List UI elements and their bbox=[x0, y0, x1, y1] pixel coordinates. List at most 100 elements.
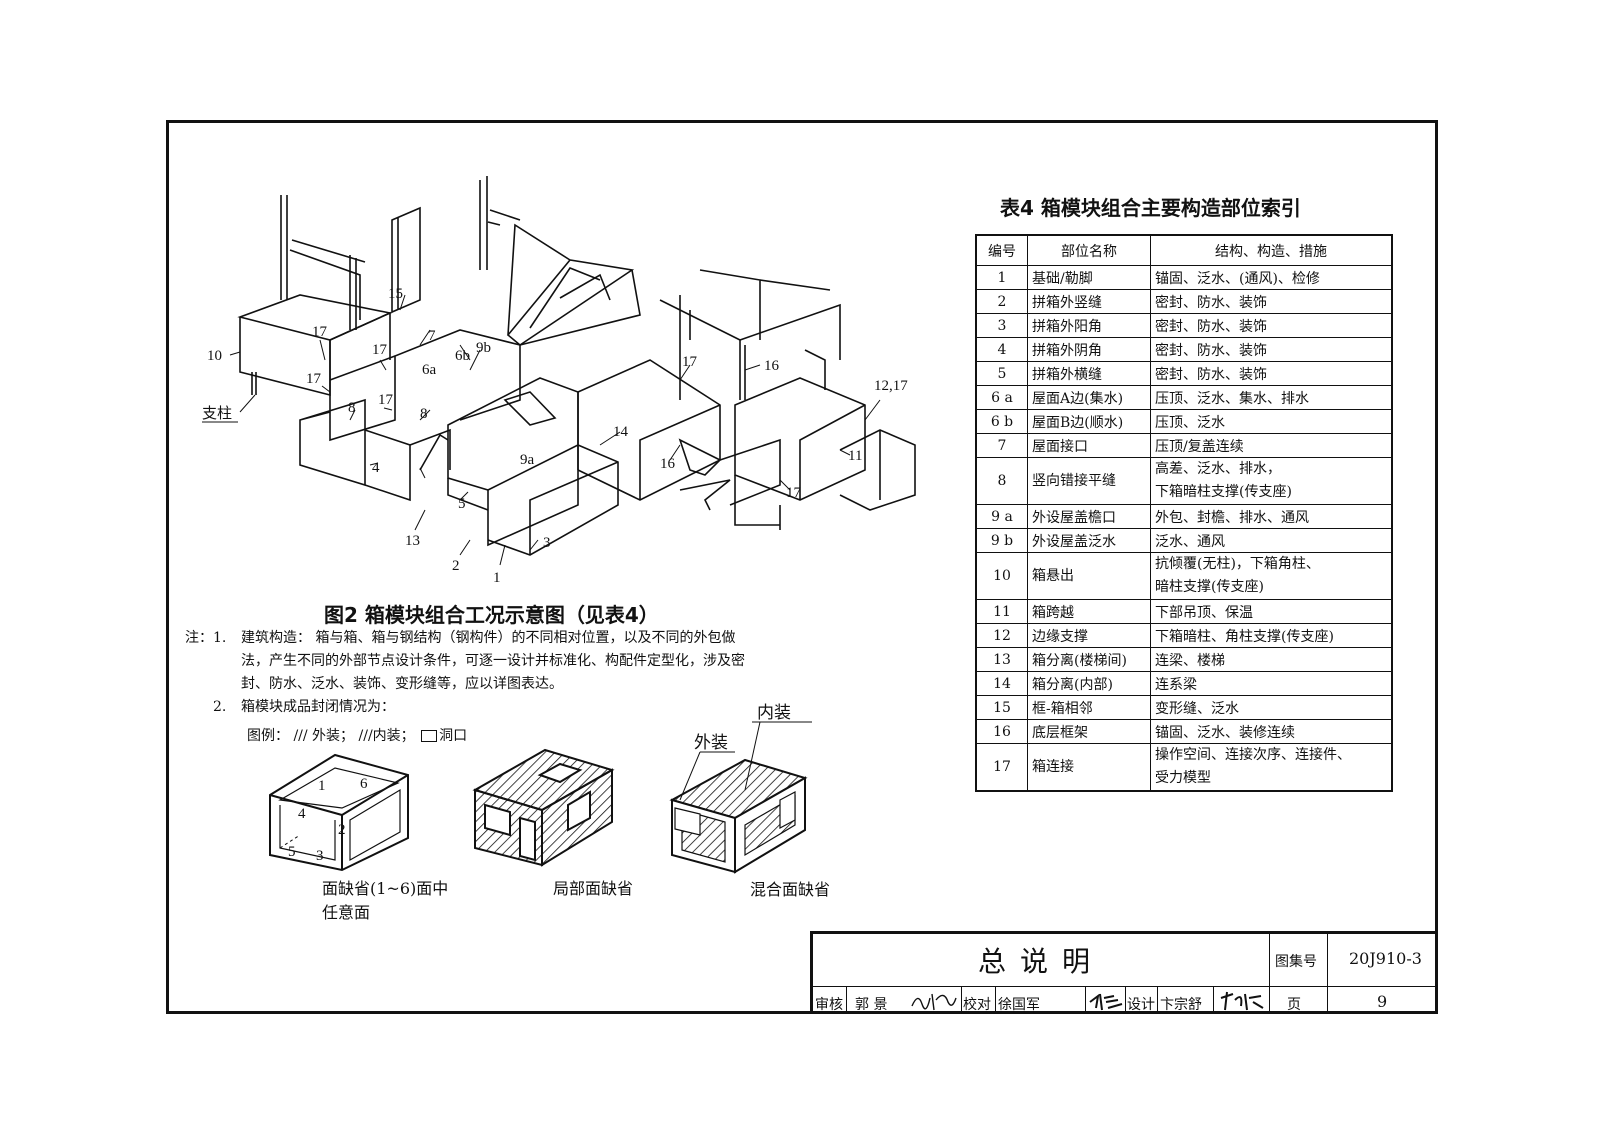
sheet-title: 总说明 bbox=[977, 945, 1104, 978]
row-measures-line1: 密封、防水、装饰 bbox=[1155, 366, 1267, 383]
face-label-2: 2 bbox=[338, 822, 346, 838]
row-measures-line1: 下箱暗柱、角柱支撑(传支座) bbox=[1155, 628, 1334, 645]
hole-icon bbox=[421, 730, 438, 742]
row-measures: 变形缝、泛水 bbox=[1150, 695, 1393, 720]
legend-outer: /// 外装； bbox=[293, 728, 355, 744]
row-measures-line1: 锚固、泛水、(通风)、检修 bbox=[1155, 270, 1320, 287]
fig-label-column: 支柱 bbox=[202, 405, 232, 422]
row-measures: 外包、封檐、排水、通风 bbox=[1150, 504, 1393, 529]
row-measures-line1: 变形缝、泛水 bbox=[1155, 700, 1239, 717]
small-fig-partial-missing bbox=[472, 748, 615, 867]
fig-label-9b: 9b bbox=[476, 340, 491, 356]
note1-line1: 建筑构造： 箱与箱、箱与钢结构（钢构件）的不同相对位置，以及不同的外包做 bbox=[241, 630, 736, 646]
row-number: 6 a bbox=[975, 385, 1028, 410]
fig-label-17: 17 bbox=[372, 342, 388, 358]
row-part-name: 外设屋盖泛水 bbox=[1027, 528, 1151, 553]
inner-finish-label: 内装 bbox=[757, 703, 791, 722]
row-part-name: 底层框架 bbox=[1027, 719, 1151, 744]
row-part-name: 拼箱外阴角 bbox=[1027, 337, 1151, 362]
row-measures: 密封、防水、装饰 bbox=[1150, 289, 1393, 314]
row-measures-line1: 泛水、通风 bbox=[1155, 533, 1225, 550]
row-measures: 锚固、泛水、装修连续 bbox=[1150, 719, 1393, 744]
designer-name: 卞宗舒 bbox=[1160, 997, 1202, 1013]
row-number: 7 bbox=[975, 433, 1028, 458]
design-label: 设计 bbox=[1127, 997, 1155, 1013]
row-measures: 密封、防水、装饰 bbox=[1150, 361, 1393, 386]
small-fig-open-box bbox=[269, 753, 409, 872]
small-fig3-caption: 混合面缺省 bbox=[750, 880, 831, 899]
row-measures-line1: 压顶/复盖连续 bbox=[1155, 438, 1244, 455]
atlas-label: 图集号 bbox=[1275, 954, 1317, 970]
fig-label-6b: 6b bbox=[455, 348, 470, 364]
row-measures: 连系梁 bbox=[1150, 671, 1393, 696]
row-measures-line2: 受力模型 bbox=[1155, 770, 1211, 786]
figure2-caption: 图2 箱模块组合工况示意图（见表4） bbox=[324, 603, 659, 627]
row-part-name: 箱悬出 bbox=[1027, 552, 1151, 600]
face-label-4: 4 bbox=[298, 806, 306, 822]
row-measures: 锚固、泛水、(通风)、检修 bbox=[1150, 265, 1393, 290]
face-label-3: 3 bbox=[316, 848, 324, 864]
row-measures: 下箱暗柱、角柱支撑(传支座) bbox=[1150, 623, 1393, 648]
row-part-name: 框-箱相邻 bbox=[1027, 695, 1151, 720]
row-number: 10 bbox=[975, 552, 1028, 600]
row-part-name: 竖向错接平缝 bbox=[1027, 457, 1151, 505]
row-number: 15 bbox=[975, 695, 1028, 720]
row-part-name: 箱跨越 bbox=[1027, 599, 1151, 624]
row-measures: 压顶/复盖连续 bbox=[1150, 433, 1393, 458]
drawing-frame bbox=[166, 120, 1438, 1014]
fig-label-7: 7 bbox=[428, 328, 436, 344]
fig-label-15: 15 bbox=[388, 286, 403, 302]
box-group-right bbox=[577, 349, 916, 530]
row-part-name: 箱分离(楼梯间) bbox=[1027, 647, 1151, 672]
table-header-row: 编号 部位名称 结构、构造、措施 bbox=[975, 234, 1393, 266]
fig-label-10: 10 bbox=[207, 348, 222, 364]
reviewer-name: 郭 景 bbox=[855, 997, 888, 1013]
row-measures: 下部吊顶、保温 bbox=[1150, 599, 1393, 624]
row-measures-line1: 外包、封檐、排水、通风 bbox=[1155, 509, 1309, 526]
row-measures: 密封、防水、装饰 bbox=[1150, 337, 1393, 362]
checker-signature bbox=[1089, 993, 1123, 1011]
row-number: 2 bbox=[975, 289, 1028, 314]
title-block: 总说明 图集号 20J910-3 审核 郭 景 校对 徐国军 设计 卞宗舒 页 … bbox=[810, 931, 1438, 1014]
check-label: 校对 bbox=[963, 997, 991, 1013]
header-measures: 结构、构造、措施 bbox=[1150, 234, 1393, 266]
row-measures-line1: 连系梁 bbox=[1155, 676, 1197, 693]
row-measures-line1: 压顶、泛水、集水、排水 bbox=[1155, 390, 1309, 407]
fig-label-17: 17 bbox=[312, 324, 328, 340]
row-measures-line2: 下箱暗柱支撑(传支座) bbox=[1155, 484, 1292, 500]
row-measures-line1: 高差、泛水、排水， bbox=[1155, 461, 1281, 477]
row-part-name: 拼箱外横缝 bbox=[1027, 361, 1151, 386]
row-measures: 操作空间、连接次序、连接件、受力模型 bbox=[1150, 743, 1393, 792]
row-measures: 连梁、楼梯 bbox=[1150, 647, 1393, 672]
small-fig2-caption: 局部面缺省 bbox=[553, 879, 634, 898]
small-fig-mixed bbox=[669, 758, 808, 874]
face-label-1: 1 bbox=[318, 778, 326, 794]
row-part-name: 外设屋盖檐口 bbox=[1027, 504, 1151, 529]
row-part-name: 屋面接口 bbox=[1027, 433, 1151, 458]
row-number: 4 bbox=[975, 337, 1028, 362]
fig-label-6a: 6a bbox=[422, 362, 437, 378]
row-number: 5 bbox=[975, 361, 1028, 386]
row-part-name: 箱连接 bbox=[1027, 743, 1151, 792]
row-measures-line1: 下部吊顶、保温 bbox=[1155, 604, 1253, 621]
row-number: 8 bbox=[975, 457, 1028, 505]
outer-finish-label: 外装 bbox=[694, 733, 728, 752]
row-measures: 压顶、泛水 bbox=[1150, 409, 1393, 434]
small-fig1-caption-line1: 面缺省(1~6)面中 bbox=[322, 879, 449, 898]
atlas-number: 20J910-3 bbox=[1349, 949, 1422, 968]
fig-label-9a: 9a bbox=[520, 452, 535, 468]
legend-hole: 洞口 bbox=[439, 728, 468, 744]
row-measures-line2: 暗柱支撑(传支座) bbox=[1155, 579, 1264, 595]
note1-line2: 法，产生不同的外部节点设计条件，可逐一设计并标准化、构配件定型化，涉及密 bbox=[241, 653, 745, 669]
row-part-name: 屋面B边(顺水) bbox=[1027, 409, 1151, 434]
